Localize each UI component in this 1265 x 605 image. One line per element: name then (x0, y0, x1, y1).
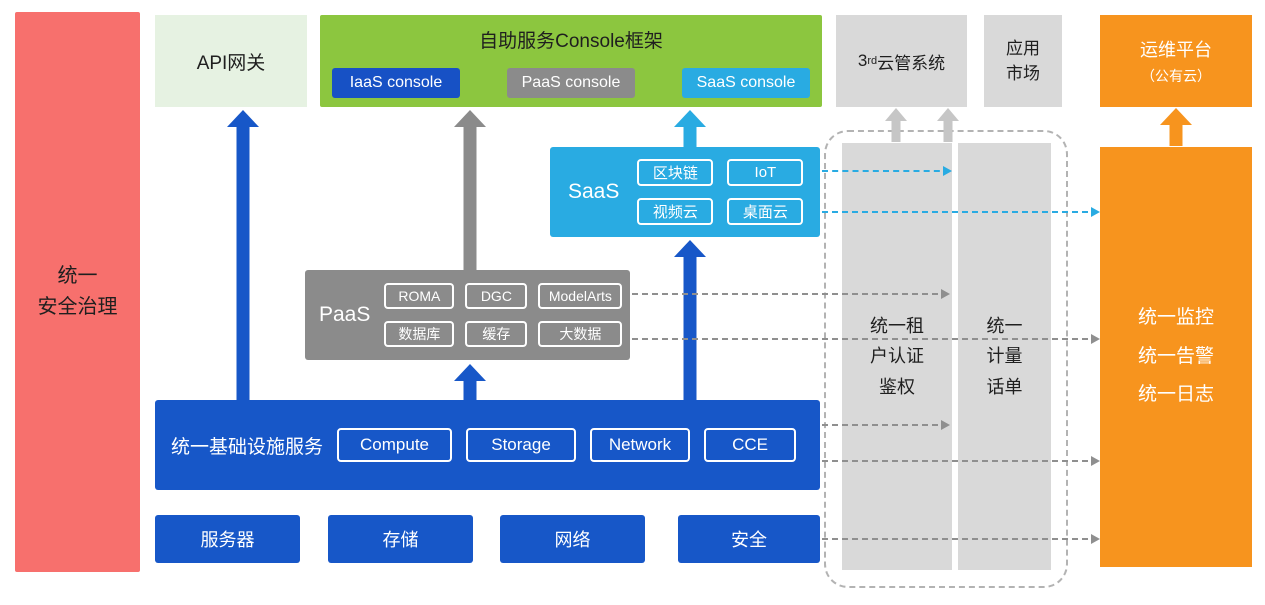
arrow-shaft (943, 119, 953, 142)
saas-label: SaaS (568, 180, 620, 203)
dashed-paas-to-monitor-line (632, 334, 1100, 344)
arrow-shaft (891, 119, 901, 142)
arrow-monitor-to-om-platform (1160, 108, 1192, 146)
dashed-paas-to-auth-line (632, 289, 950, 299)
arrow-head (674, 240, 706, 257)
arrow-shaft (683, 125, 697, 147)
arrow-shaft (1169, 123, 1183, 146)
paas-chip-cache: 缓存 (465, 321, 528, 347)
arrow-shaft (683, 255, 697, 400)
om-platform-subtitle: （公有云） (1141, 68, 1211, 84)
arrow-head (885, 108, 907, 121)
arrow-shaft (236, 125, 250, 400)
console-buttons-row: IaaS console PaaS console SaaS console (332, 68, 810, 98)
iaas-chip-network: Network (590, 428, 691, 462)
arrow-head (674, 110, 706, 127)
dashed-saas-to-monitor-line (822, 207, 1100, 217)
dashed-iaas-to-auth-line (822, 420, 950, 430)
arrow-head (454, 110, 486, 127)
paas-chip-database: 数据库 (384, 321, 455, 347)
saas-chip-desktop-cloud: 桌面云 (727, 198, 804, 225)
arrow-paas-to-console (454, 110, 486, 270)
saas-console-button: SaaS console (682, 68, 810, 98)
iaas-console-button: IaaS console (332, 68, 460, 98)
arrow-head (227, 110, 259, 127)
arrow-head (1160, 108, 1192, 125)
iaas-chip-storage: Storage (466, 428, 577, 462)
iaas-chip-row: Compute Storage Network CCE (337, 428, 797, 462)
paas-chip-grid: ROMA DGC ModelArts 数据库 缓存 大数据 (384, 283, 623, 347)
paas-console-button: PaaS console (507, 68, 635, 98)
saas-chip-iot: IoT (727, 159, 804, 186)
foundation-box-security: 安全 (678, 515, 820, 563)
app-market-box: 应用 市场 (984, 15, 1062, 107)
dashed-saas-to-auth-line (822, 166, 952, 176)
third-party-suffix: 云管系统 (877, 53, 946, 73)
iaas-label: 统一基础设施服务 (171, 436, 324, 458)
arrow-auth-to-third-party (884, 108, 908, 142)
arrow-iaas-to-api-gateway (227, 110, 259, 400)
arrow-head (454, 364, 486, 381)
arrow-saas-to-console (674, 110, 706, 147)
paas-chip-modelarts: ModelArts (538, 283, 623, 309)
arrow-iaas-to-paas (454, 364, 486, 400)
iaas-chip-cce: CCE (704, 428, 797, 462)
monitor-alarm-log-box: 统一监控 统一告警 统一日志 (1100, 147, 1252, 567)
arrow-shaft (463, 125, 477, 270)
foundation-box-network: 网络 (500, 515, 645, 563)
foundation-box-server: 服务器 (155, 515, 300, 563)
dashed-iaas-to-monitor-line (822, 456, 1100, 466)
paas-chip-roma: ROMA (384, 283, 455, 309)
api-gateway-box: API网关 (155, 15, 307, 107)
om-platform-title: 运维平台 (1140, 40, 1212, 60)
security-governance-bar: 统一 安全治理 (15, 12, 140, 572)
tenant-auth-bar: 统一租 户认证 鉴权 (842, 143, 952, 570)
saas-chip-blockchain: 区块链 (637, 159, 714, 186)
paas-label: PaaS (319, 303, 371, 326)
paas-chip-bigdata: 大数据 (538, 321, 623, 347)
third-party-sup: rd (867, 55, 878, 67)
paas-box: PaaS ROMA DGC ModelArts 数据库 缓存 大数据 (305, 270, 630, 360)
arrow-head (937, 108, 959, 121)
arrow-shaft (463, 379, 477, 400)
arrow-metering-to-third-party (936, 108, 960, 142)
metering-bill-bar: 统一 计量 话单 (958, 143, 1051, 570)
saas-chip-grid: 区块链 IoT 视频云 桌面云 (637, 159, 804, 225)
console-frame-title: 自助服务Console框架 (479, 31, 663, 52)
iaas-chip-compute: Compute (337, 428, 453, 462)
foundation-box-storage: 存储 (328, 515, 473, 563)
dashed-foundation-to-monitor-line (822, 534, 1100, 544)
console-frame-box: 自助服务Console框架 IaaS console PaaS console … (320, 15, 822, 107)
third-party-prefix: 3 (857, 51, 868, 70)
saas-box: SaaS 区块链 IoT 视频云 桌面云 (550, 147, 820, 237)
arrow-iaas-to-saas (674, 240, 706, 400)
om-platform-box: 运维平台 （公有云） (1100, 15, 1252, 107)
paas-chip-dgc: DGC (465, 283, 528, 309)
iaas-box: 统一基础设施服务 Compute Storage Network CCE (155, 400, 820, 490)
saas-chip-video-cloud: 视频云 (637, 198, 714, 225)
